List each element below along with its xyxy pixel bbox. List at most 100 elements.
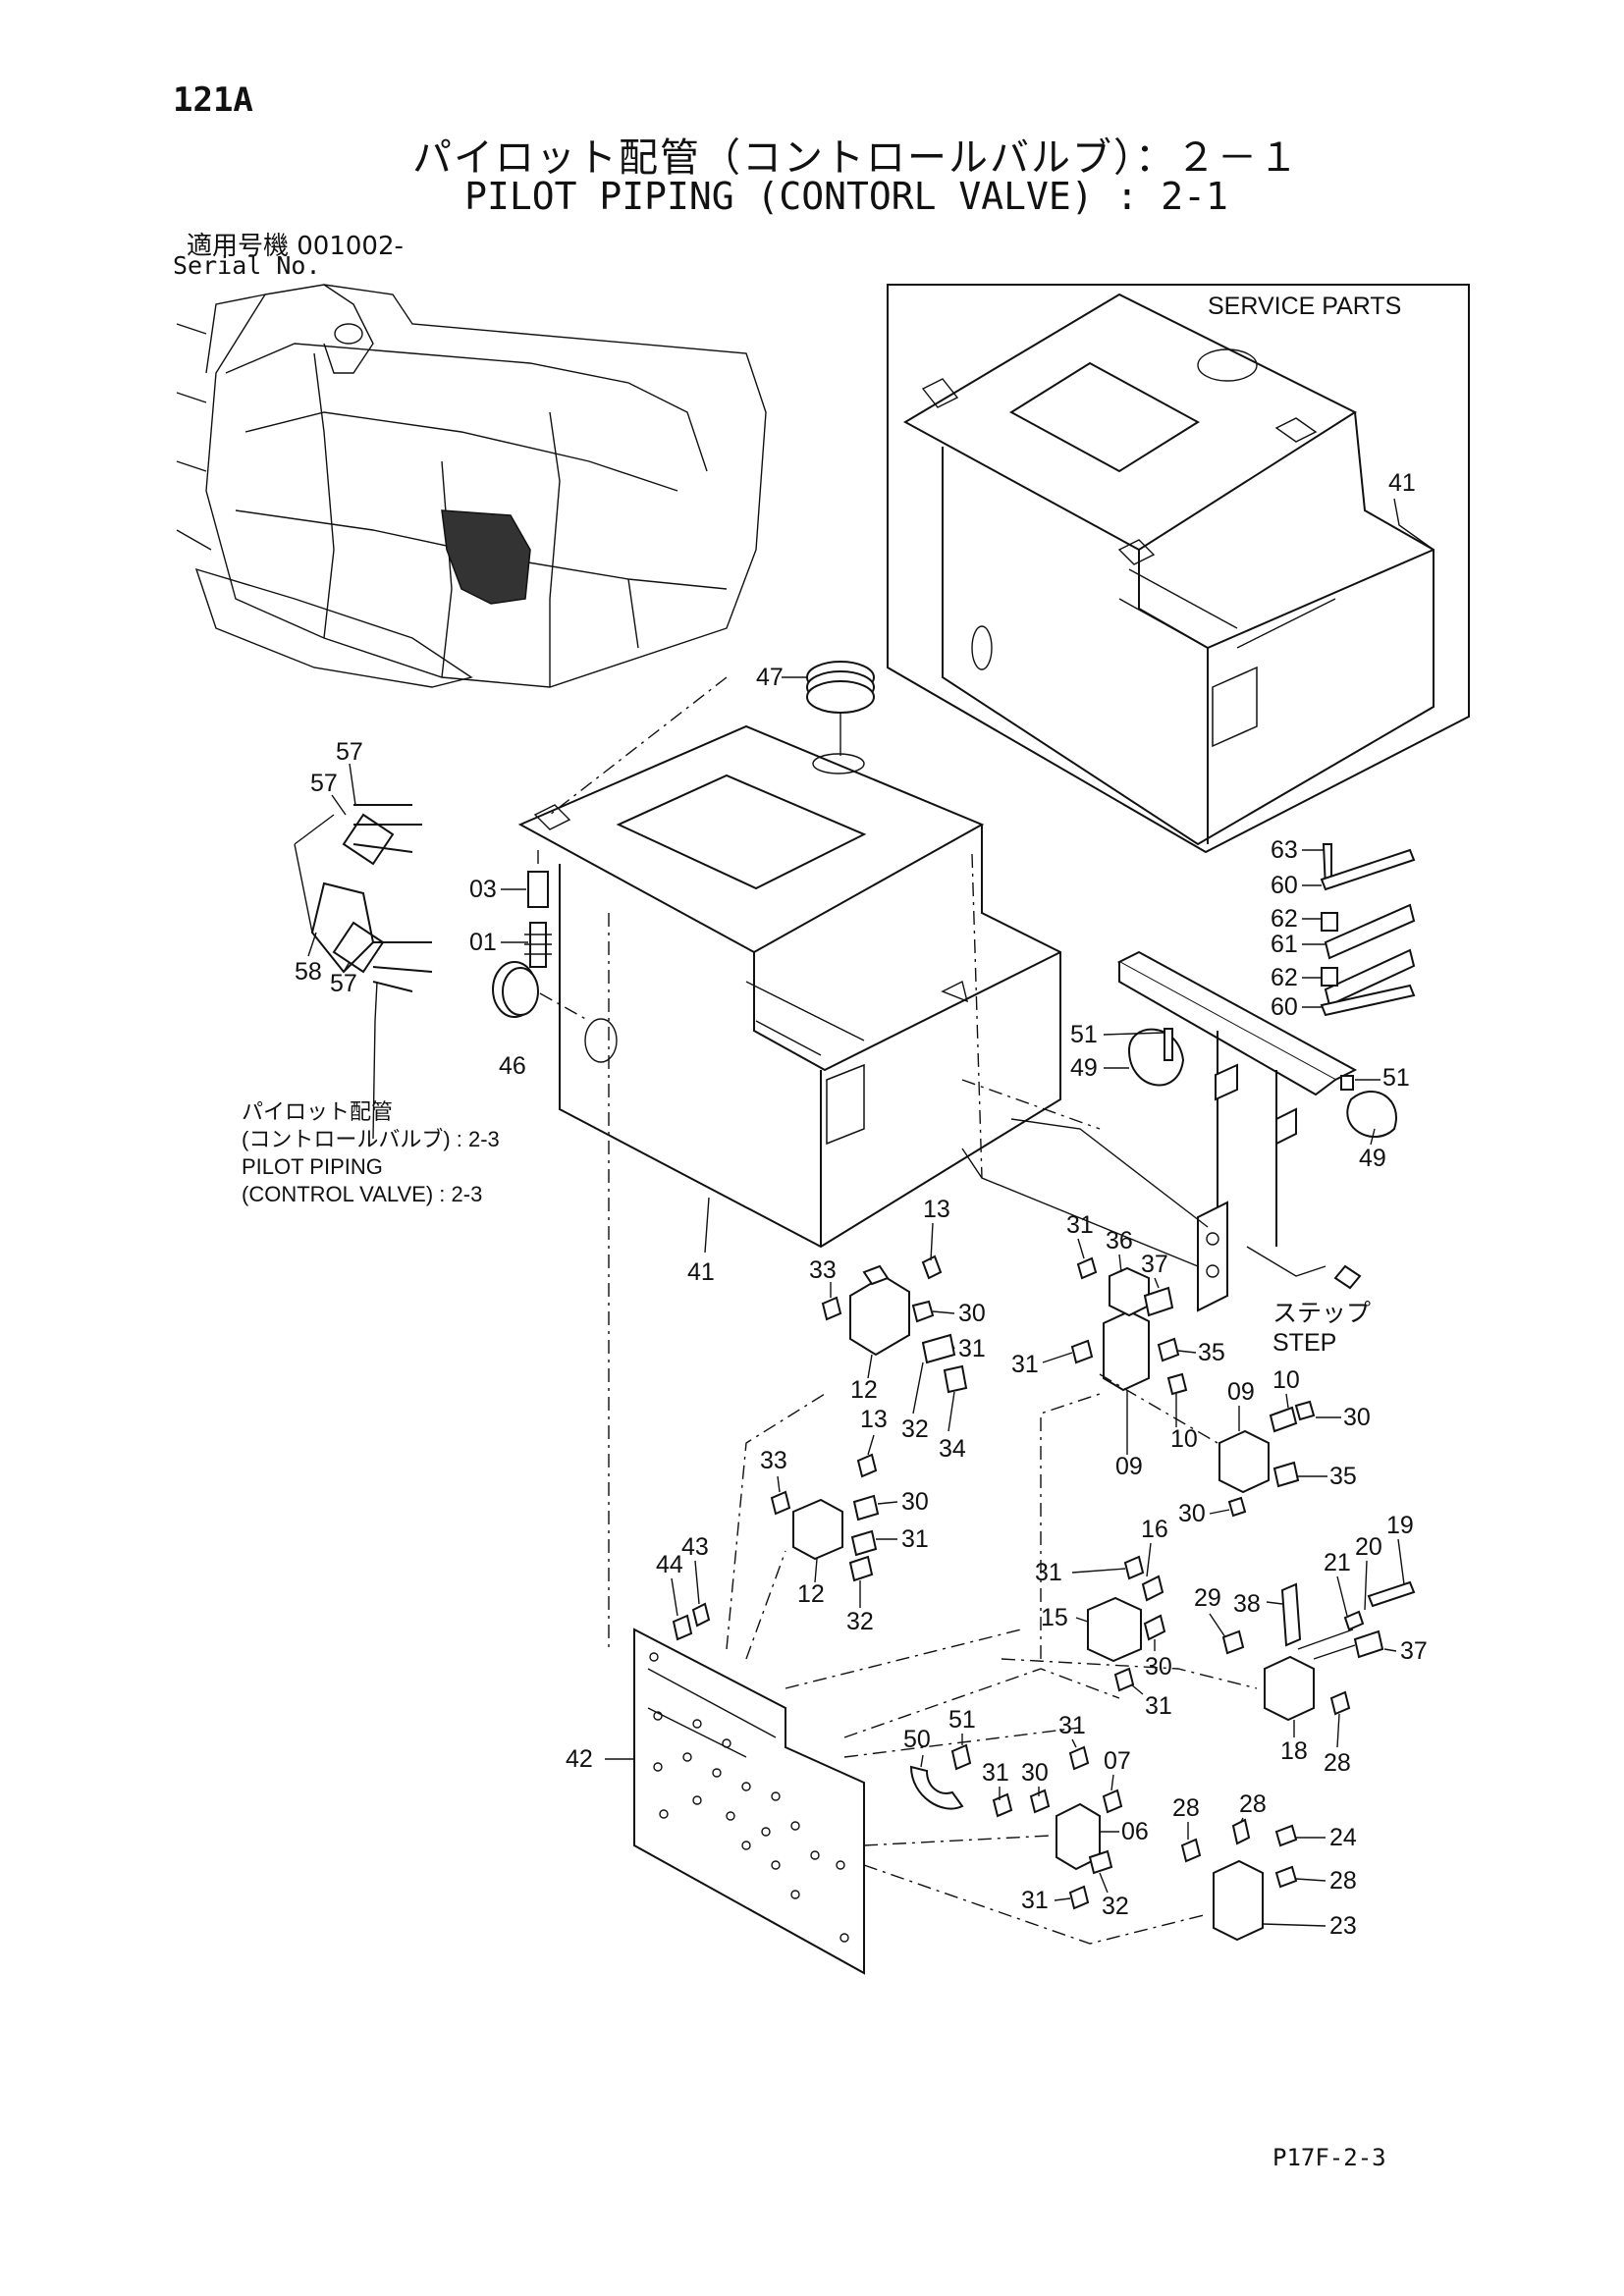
valve-block-12-lower: 13 33 30 31 12 32 (760, 1406, 929, 1635)
part-51-b-label: 51 (1382, 1064, 1410, 1092)
parts-57-58-hose-clamp: 57 57 58 57 (294, 738, 433, 1140)
step-label-jp: ステップ (1272, 1300, 1371, 1327)
part-13-a-label: 13 (923, 1196, 950, 1223)
part-32-b-label: 32 (846, 1608, 874, 1635)
parts-60-63-step-plates: 63 60 62 61 62 60 (1271, 836, 1416, 1021)
footer-page-code: P17F-2-3 (1272, 2144, 1386, 2171)
part-62-a-label: 62 (1271, 905, 1298, 933)
part-24-label: 24 (1329, 1824, 1357, 1851)
part-30-a-label: 30 (958, 1300, 986, 1327)
part-18-label: 18 (1280, 1737, 1308, 1765)
valve-block-06: 31 31 30 07 06 31 32 (982, 1712, 1149, 1920)
part-31-g-label: 31 (1058, 1712, 1086, 1739)
valve-block-23: 28 28 24 28 23 (1172, 1790, 1357, 1942)
part-60-b-label: 60 (1271, 993, 1298, 1021)
part-34-label: 34 (939, 1435, 966, 1463)
valve-block-18: 29 38 21 20 19 37 18 28 (1194, 1512, 1428, 1777)
parts-03-01-bolt-spacer: 03 01 (469, 844, 552, 968)
part-21-label: 21 (1324, 1549, 1351, 1576)
part-28-c-label: 28 (1239, 1790, 1267, 1818)
part-31-h-label: 31 (982, 1759, 1009, 1787)
part-10-a-label: 10 (1170, 1425, 1198, 1453)
ref-jp-line2: (コントロールバルブ) : 2-3 (242, 1127, 500, 1151)
part-30-d-label: 30 (901, 1488, 929, 1516)
valve-block-12-upper: 13 33 30 31 12 32 34 (809, 1196, 986, 1463)
part-23-label: 23 (1329, 1912, 1357, 1940)
part-31-b-label: 31 (1066, 1211, 1094, 1239)
part-51-a-label: 51 (1070, 1021, 1098, 1048)
part-32-a-label: 32 (901, 1415, 929, 1443)
part-30-f-label: 30 (1021, 1759, 1049, 1787)
part-57-bottom-label: 57 (330, 970, 357, 997)
part-12-b-label: 12 (797, 1580, 825, 1608)
ref-en-line1: PILOT PIPING (242, 1154, 383, 1179)
part-33-a-label: 33 (809, 1256, 837, 1284)
valve-block-09-upper: 31 36 37 31 35 10 09 (1011, 1211, 1225, 1480)
page-number: 121A (173, 80, 253, 120)
machine-overview-illustration (176, 284, 767, 688)
part-30-b-label: 30 (1343, 1404, 1371, 1431)
part-51-c-label: 51 (948, 1706, 976, 1734)
part-28-d-label: 28 (1329, 1867, 1357, 1895)
part-47-label: 47 (756, 664, 784, 691)
title-japanese: パイロット配管（コントロールバルブ）：２－１ (412, 135, 1300, 181)
part-42-label: 42 (566, 1745, 593, 1773)
part-61-label: 61 (1271, 931, 1298, 958)
step-label-en: STEP (1272, 1329, 1336, 1357)
part-46-label: 46 (499, 1052, 526, 1080)
part-50-bracket: 50 51 (903, 1706, 976, 1810)
part-09-b-label: 09 (1227, 1378, 1255, 1406)
serial-label-english: Serial No. (173, 251, 321, 280)
step-assembly: ステップ STEP (961, 950, 1371, 1357)
part-31-f-label: 31 (1145, 1692, 1172, 1720)
part-33-b-label: 33 (760, 1447, 787, 1474)
serial-label-japanese: 適用号機 001002- (187, 232, 404, 261)
title-english: PILOT PIPING (CONTORL VALVE) : 2-1 (464, 175, 1228, 218)
part-19-label: 19 (1386, 1512, 1414, 1539)
part-43-label: 43 (681, 1533, 709, 1561)
part-35-b-label: 35 (1329, 1463, 1357, 1490)
ref-jp-line1: パイロット配管 (242, 1099, 393, 1124)
part-62-b-label: 62 (1271, 964, 1298, 991)
part-46-grommet: 46 (492, 961, 590, 1080)
parts-49-51-clamps: 51 49 51 49 (1070, 1021, 1410, 1172)
part-01-label: 01 (469, 929, 497, 956)
part-63-label: 63 (1271, 836, 1298, 864)
part-31-i-label: 31 (1021, 1887, 1049, 1914)
part-31-c-label: 31 (1011, 1351, 1039, 1378)
part-16-label: 16 (1141, 1516, 1168, 1543)
part-12-a-label: 12 (850, 1376, 878, 1404)
part-31-e-label: 31 (1035, 1559, 1062, 1586)
part-15-label: 15 (1041, 1604, 1068, 1631)
part-35-a-label: 35 (1198, 1339, 1225, 1366)
part-44-label: 44 (656, 1551, 683, 1578)
part-06-label: 06 (1121, 1818, 1149, 1845)
part-57-top-label: 57 (336, 738, 363, 766)
part-03-label: 03 (469, 876, 497, 903)
part-37-a-label: 37 (1141, 1251, 1168, 1278)
part-41-service-label: 41 (1388, 469, 1416, 497)
part-09-a-label: 09 (1115, 1453, 1143, 1480)
part-37-b-label: 37 (1400, 1637, 1428, 1665)
pilot-valve-box (517, 724, 1061, 1249)
part-32-c-label: 32 (1102, 1893, 1129, 1920)
part-49-a-label: 49 (1070, 1054, 1098, 1082)
reference-note: パイロット配管 (コントロールバルブ) : 2-3 PILOT PIPING (… (242, 1099, 500, 1206)
part-36-label: 36 (1106, 1227, 1133, 1255)
valve-block-15: 16 31 15 30 31 (1035, 1516, 1172, 1720)
part-13-b-label: 13 (860, 1406, 888, 1433)
part-29-label: 29 (1194, 1584, 1221, 1612)
part-60-a-label: 60 (1271, 872, 1298, 899)
part-10-b-label: 10 (1272, 1366, 1300, 1394)
part-41-main-label: 41 (687, 1258, 715, 1286)
service-parts-frame: SERVICE PARTS 41 (887, 284, 1470, 854)
part-28-b-label: 28 (1172, 1794, 1200, 1822)
part-07-label: 07 (1104, 1747, 1131, 1775)
part-58-label: 58 (295, 958, 322, 986)
assembly-center-lines (549, 676, 1258, 1945)
valve-block-09-right: 09 10 30 35 30 (1178, 1366, 1371, 1527)
part-31-d-label: 31 (901, 1525, 929, 1553)
part-42-panel: 42 44 43 (566, 1533, 865, 1975)
part-57-left-label: 57 (310, 770, 338, 797)
